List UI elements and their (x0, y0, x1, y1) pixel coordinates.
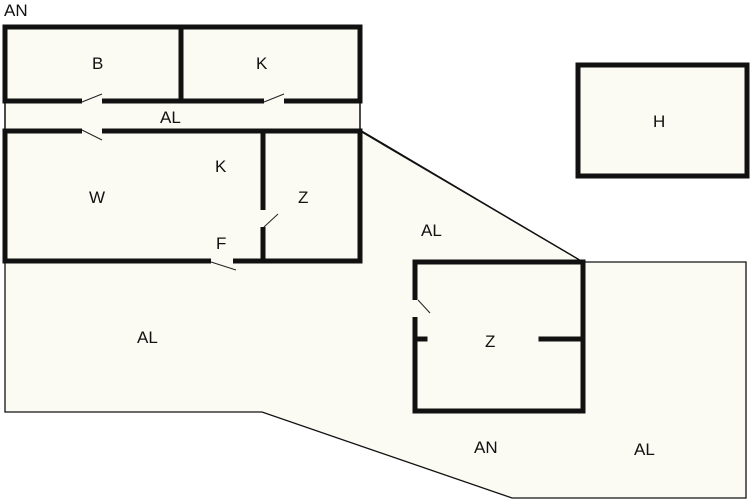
door-f-leaf (210, 261, 237, 271)
label-al-left: AL (137, 328, 158, 347)
door-b-leaf (81, 93, 103, 103)
diagonal-boundary-top (359, 130, 584, 263)
label-h: H (653, 112, 665, 131)
label-an-top: AN (4, 1, 28, 20)
door-z-gap (259, 210, 267, 227)
label-k-top: K (256, 54, 268, 73)
label-b: B (92, 54, 103, 73)
door-b-gap (82, 97, 102, 106)
door-w-leaf (81, 129, 103, 141)
label-w: W (89, 188, 105, 207)
building-h (575, 62, 750, 179)
label-al-center: AL (421, 221, 442, 240)
room-k-top (178, 24, 363, 104)
label-f: F (216, 234, 226, 253)
room-b (2, 24, 184, 104)
label-al-corridor: AL (160, 108, 181, 127)
door-w-gap (82, 126, 102, 136)
door-k-gap (264, 97, 284, 106)
door-zr-leaf (417, 299, 431, 314)
label-z-right: Z (485, 332, 495, 351)
label-z-left: Z (298, 188, 308, 207)
label-an-bottom: AN (474, 438, 498, 457)
corridor-area (4, 101, 361, 131)
door-zr-gap (411, 300, 420, 317)
door-k-leaf (263, 93, 285, 103)
door-z-leaf (263, 213, 279, 228)
label-k-mid: K (215, 157, 227, 176)
room-z-left (260, 128, 363, 264)
label-al-right: AL (634, 440, 655, 459)
door-f-gap (211, 257, 233, 266)
